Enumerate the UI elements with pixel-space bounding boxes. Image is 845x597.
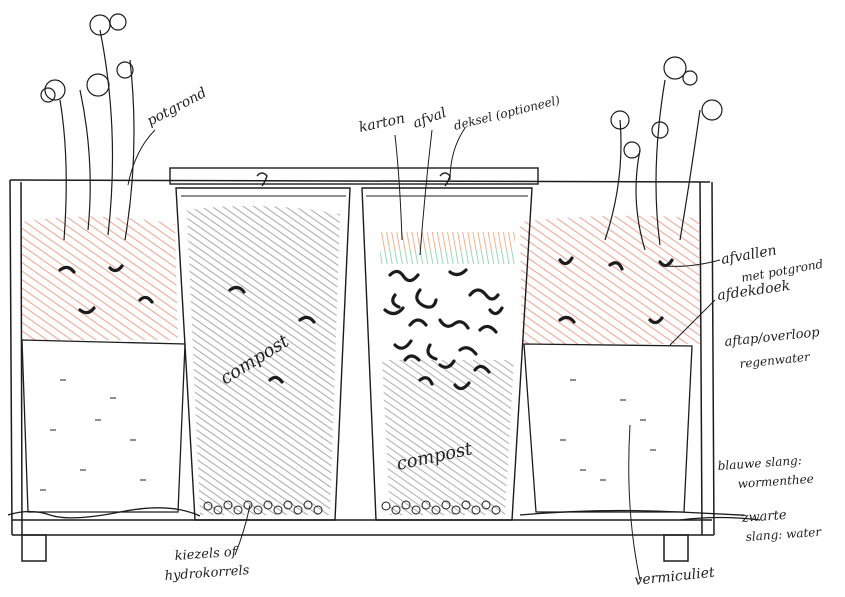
label-zwarte: zwarte: [740, 508, 787, 526]
label-aftap: aftap/overloop: [724, 325, 821, 350]
label-afval: afval: [411, 105, 449, 132]
label-kiezels: kiezels of: [174, 545, 239, 564]
plants: [41, 14, 722, 250]
label-blauwe-slang: blauwe slang:: [717, 453, 802, 473]
compost-bin-right: [362, 188, 532, 520]
label-wormenthee: wormenthee: [737, 472, 814, 491]
label-deksel: deksel (optioneel): [452, 93, 561, 133]
vermiculiet-dashes: [40, 380, 656, 490]
potgrond-soil: [22, 216, 700, 344]
label-karton: karton: [358, 111, 407, 136]
vermiculiet-reservoir: [22, 340, 692, 512]
label-slang-water: slang: water: [745, 525, 823, 544]
label-regenwater: regenwater: [739, 350, 812, 371]
deksel-lid: [170, 168, 538, 186]
label-vermiculiet: vermiculiet: [634, 565, 716, 589]
label-afvallen: afvallen: [720, 242, 778, 267]
label-hydrokorrels: hydrokorrels: [164, 563, 250, 584]
label-potgrond: potgrond: [144, 85, 209, 130]
